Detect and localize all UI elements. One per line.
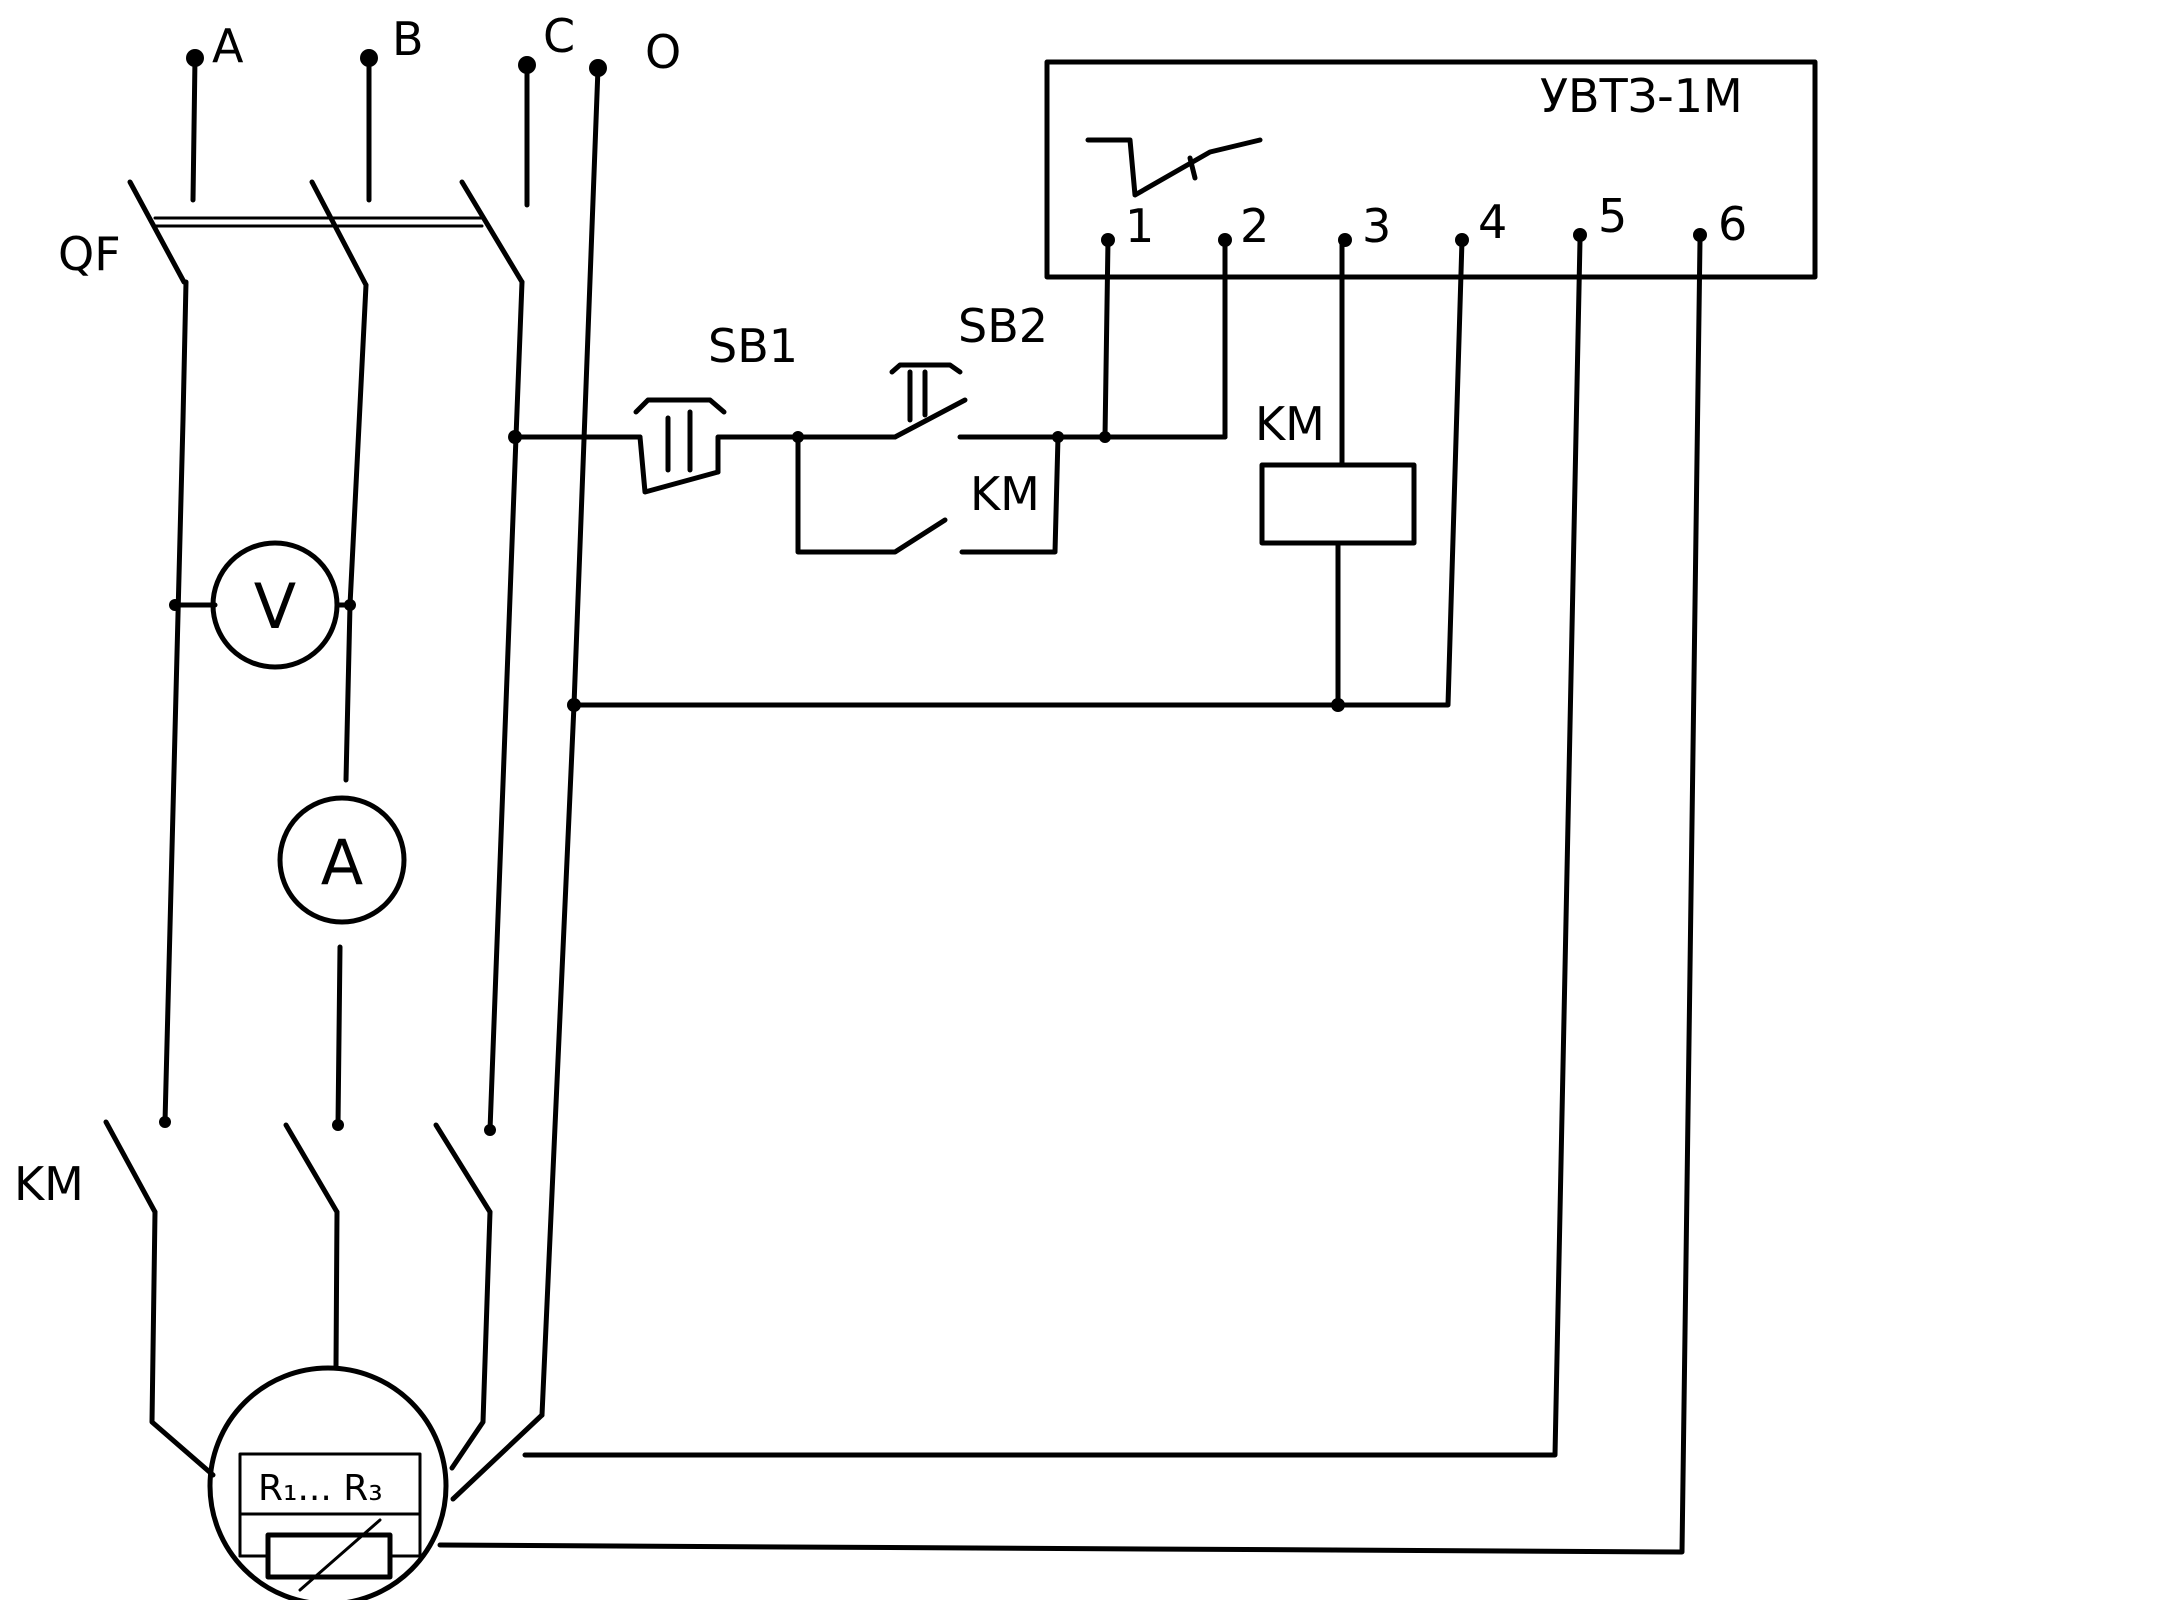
phase-b-line [335, 282, 369, 1128]
relay-title: УВТЗ-1М [1540, 69, 1743, 123]
control-supply-line [508, 430, 643, 444]
neutral-return-line [567, 237, 1465, 712]
motor: R₁... R₃ [207, 1365, 449, 1600]
breaker-label: QF [58, 227, 121, 281]
phase-a-label: A [212, 19, 244, 73]
relay-unit: УВТЗ-1М 1 2 3 4 5 6 [1044, 59, 1818, 280]
sb1-label: SB1 [708, 319, 798, 373]
relay-terminal-1: 1 [1125, 199, 1154, 253]
voltmeter: V [169, 540, 356, 670]
neutral-line [539, 65, 601, 1418]
phase-b-terminal: B [360, 12, 424, 203]
phase-a-line [162, 279, 189, 1125]
relay-terminal-6: 6 [1718, 197, 1747, 251]
sb2-label: SB2 [958, 299, 1048, 353]
relay-terminal-5: 5 [1598, 189, 1627, 243]
relay-terminal-3: 3 [1362, 199, 1391, 253]
main-contactor-label: KM [14, 1157, 84, 1211]
sb2-start-button: SB2 [792, 299, 1064, 443]
aux-contact-label: KM [970, 467, 1040, 521]
voltmeter-label: V [254, 570, 296, 643]
km-aux-contact: KM [795, 434, 1061, 555]
phase-c-line [487, 279, 525, 1133]
relay-terminal-4: 4 [1478, 195, 1507, 249]
coil-label: KM [1255, 397, 1325, 451]
ammeter: A [277, 795, 407, 925]
main-contactor-km: KM [14, 1116, 496, 1215]
phase-c-terminal: C [518, 9, 575, 208]
phase-b-label: B [392, 12, 424, 66]
motor-feed-lines [149, 1209, 545, 1502]
neutral-terminal: O [589, 25, 681, 79]
relay-input-wiring [1055, 237, 1228, 443]
phase-c-label: C [543, 9, 575, 63]
thermistor-wiring [437, 237, 1703, 1555]
circuit-breaker-qf: QF [58, 179, 525, 288]
neutral-label: O [645, 25, 681, 79]
relay-timing-symbol [1085, 137, 1263, 198]
phase-a-terminal: A [186, 19, 244, 203]
ammeter-label: A [321, 826, 363, 899]
thermistor-label: R₁... R₃ [258, 1468, 383, 1509]
relay-terminal-2: 2 [1240, 199, 1269, 253]
km-coil: KM [1255, 237, 1417, 708]
sb1-stop-button: SB1 [633, 319, 801, 495]
